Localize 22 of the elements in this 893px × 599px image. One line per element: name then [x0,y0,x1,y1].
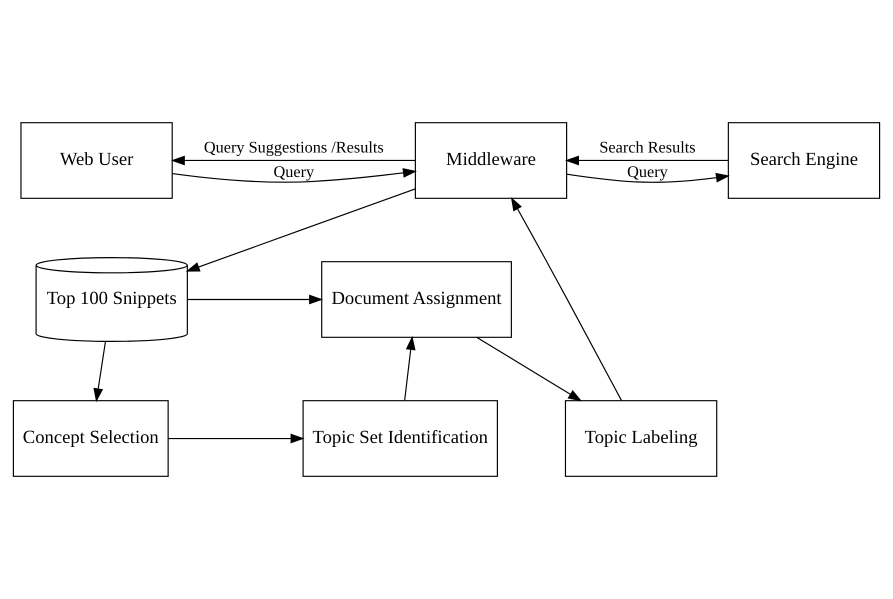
node-box: Web User [20,122,173,199]
arrow [168,434,305,444]
arrow [565,156,728,166]
arrow [188,294,324,304]
arrow [510,196,622,401]
edge-label: Query Suggestions /Results [204,138,384,157]
arrow [476,336,582,402]
arrow [170,156,416,166]
node-box: Document Assignment [321,261,512,338]
node-box: Concept Selection [12,400,169,477]
edge-label: Query [273,162,314,181]
node-box: Middleware [414,122,568,199]
arrow [186,188,416,272]
arrow [566,172,730,183]
edge-label: Query [627,162,668,181]
arrow [404,336,416,400]
node-box: Topic Set Identification [302,400,498,477]
node-box: Search Engine [728,122,880,199]
arrow [172,168,417,183]
node-box: Topic Labeling [564,400,718,477]
arrow [93,342,106,402]
edge-label: Search Results [599,138,696,157]
